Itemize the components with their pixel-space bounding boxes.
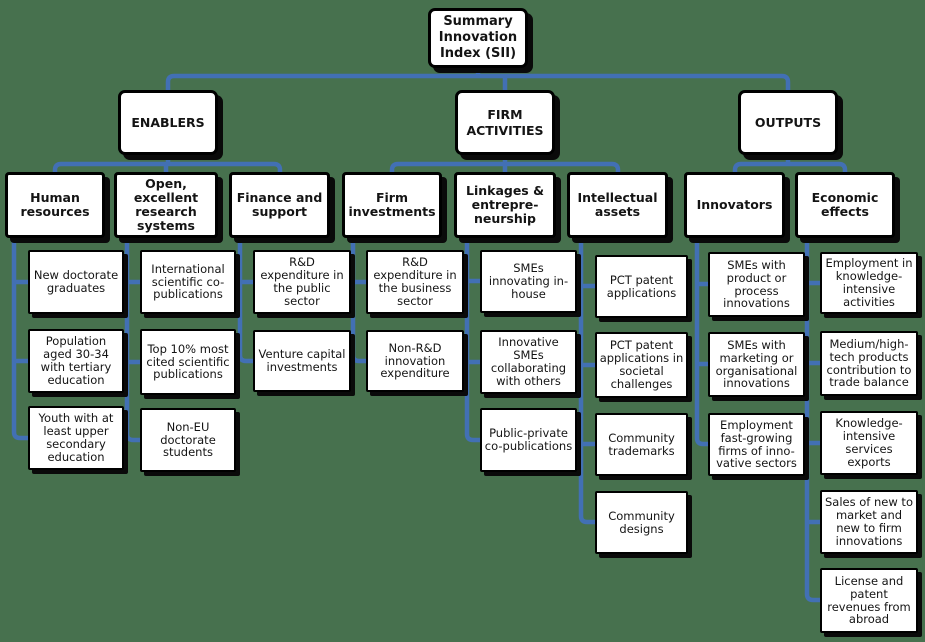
category-node-economic-effects: Economic effects [795,172,895,238]
category-node-firm-investments: Firm investments [342,172,442,238]
indicator-node: Venture capital investments [253,330,351,392]
indicator-node: New doctorate graduates [28,250,124,314]
category-node-finance-and-support: Finance and support [229,172,330,238]
indicator-node: Population aged 30-34 with tertiary educ… [28,329,124,393]
category-node-intellectual-assets: Intellectual assets [567,172,668,238]
category-node-human-resources: Human resources [5,172,105,238]
indicator-node: Public-private co-publications [480,408,577,472]
indicator-node: SMEs with product or process innovations [708,252,805,317]
category-node-linkages-entrepreneurship: Linkages & entrepre-neurship [454,172,556,238]
category-node-open-excellent-research-systems: Open, excellent research systems [114,172,218,238]
group-node-firm-activities: FIRM ACTIVITIES [455,90,555,155]
indicator-node: Youth with at least upper secondary educ… [28,406,124,470]
group-node-enablers: ENABLERS [118,90,218,155]
indicator-node: Knowledge-intensive services exports [820,411,918,475]
indicator-node: License and patent revenues from abroad [820,568,918,633]
indicator-node: International scientific co-publications [140,250,236,314]
indicator-node: Community designs [595,491,688,554]
group-node-outputs: OUTPUTS [738,90,838,155]
indicator-node: Top 10% most cited scientific publicatio… [140,329,236,395]
indicator-node: Non-EU doctorate students [140,408,236,472]
root-node-summary-innovation-index: Summary Innovation Index (SII) [428,8,528,68]
indicator-node: PCT patent applications [595,255,688,318]
indicator-node: Employment in knowledge-intensive activi… [820,252,918,314]
indicator-node: Innovative SMEs collaborating with other… [480,330,577,394]
indicator-node: Sales of new to market and new to firm i… [820,490,918,554]
indicator-node: R&D expenditure in the business sector [366,250,464,314]
category-node-innovators: Innovators [684,172,785,238]
indicator-node: SMEs innovating in-house [480,250,577,313]
indicator-node: Medium/high-tech products contribution t… [820,331,918,396]
indicator-node: Non-R&D innovation expenditure [366,330,464,392]
indicator-node: Employment fast-growing firms of inno-va… [708,413,805,476]
indicator-node: Community trademarks [595,413,688,476]
indicator-node: SMEs with marketing or organisational in… [708,332,805,397]
indicator-node: PCT patent applications in societal chal… [595,332,688,398]
indicator-node: R&D expenditure in the public sector [253,250,351,314]
